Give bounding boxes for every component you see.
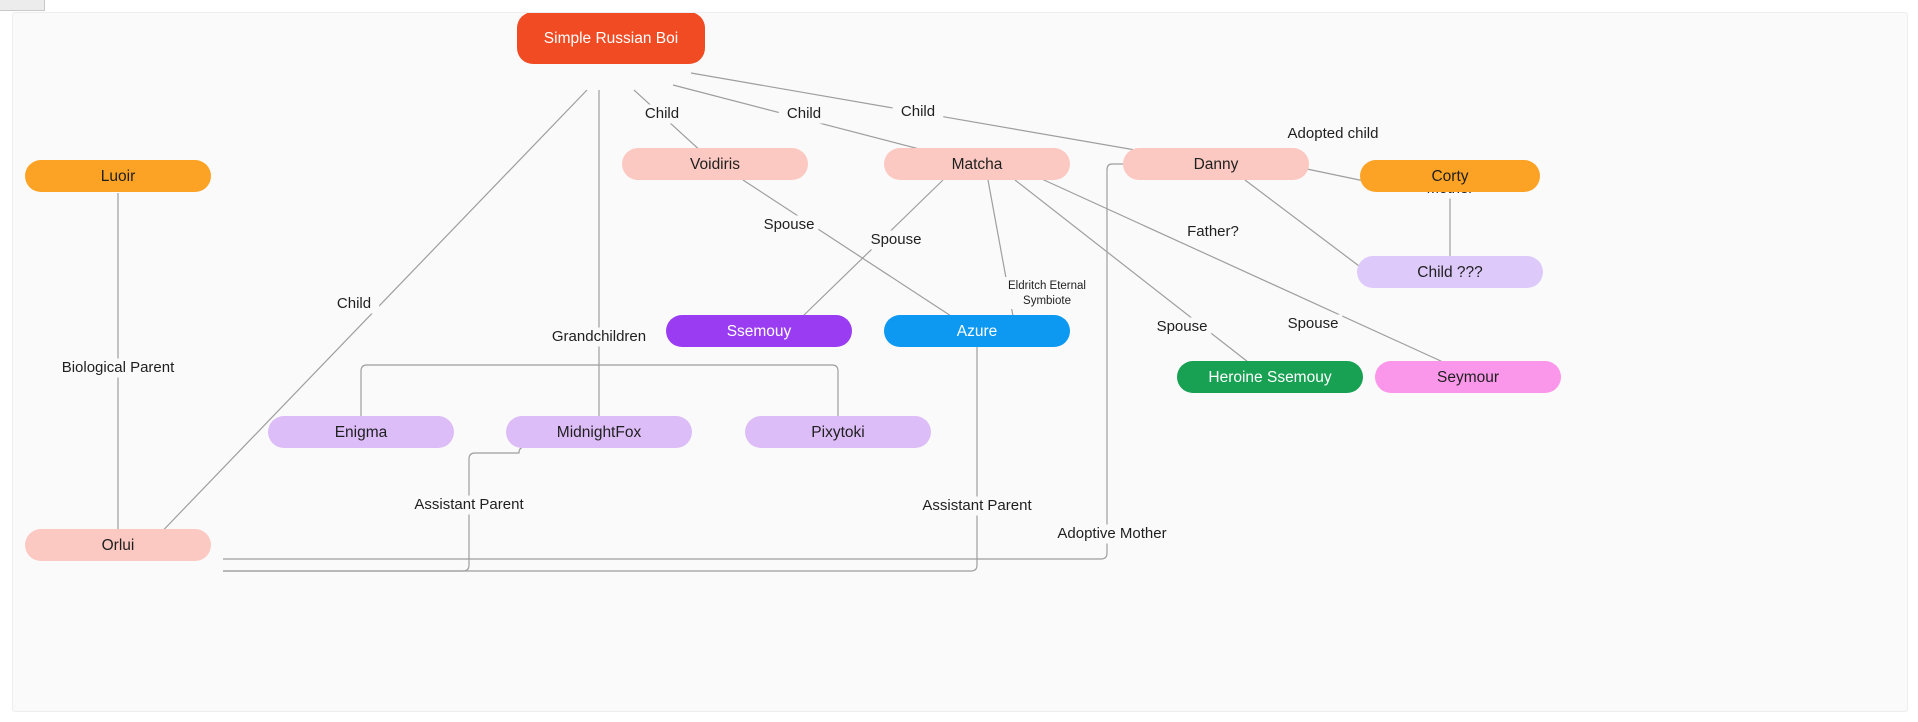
edge-label-voidiris-azure: Spouse xyxy=(764,216,815,233)
edge-label-bg-danny-child xyxy=(1179,222,1247,242)
edge-label-bg-matcha-azure xyxy=(994,277,1100,309)
edge-label-midnightfox-assist: Assistant Parent xyxy=(414,496,524,513)
edge-label-bg-srb-orlui xyxy=(328,294,380,314)
node-label-heroine-ssemouy: Heroine Ssemouy xyxy=(1208,369,1331,386)
edge-label-bg-danny-adoptive xyxy=(1046,524,1178,544)
edge-label-bg-srb-danny xyxy=(892,102,944,122)
edge-label-srb-matcha: Child xyxy=(787,105,821,122)
node-child-unknown[interactable]: Child ??? xyxy=(1357,256,1543,288)
node-label-azure: Azure xyxy=(957,323,998,340)
node-label-seymour: Seymour xyxy=(1437,369,1499,386)
edge-label-bg-azure-assistant xyxy=(907,496,1047,516)
node-label-luoir: Luoir xyxy=(101,168,135,185)
edge-srb-orlui[interactable] xyxy=(149,89,588,545)
node-azure[interactable]: Azure xyxy=(884,315,1070,347)
edge-grandchildren-enigma[interactable] xyxy=(360,364,599,417)
edge-srb-danny[interactable] xyxy=(690,72,1217,165)
node-shape-voidiris[interactable] xyxy=(622,148,808,180)
edge-label-srb-voidiris: Child xyxy=(645,105,679,122)
node-shape-danny[interactable] xyxy=(1123,148,1309,180)
node-shape-corty[interactable] xyxy=(1360,160,1540,192)
node-matcha[interactable]: Matcha xyxy=(884,148,1070,180)
node-orlui[interactable]: Orlui xyxy=(25,529,211,561)
edge-label-bg-matcha-heroine xyxy=(1152,317,1212,337)
edge-label-azure-assistant: Assistant Parent xyxy=(922,497,1032,514)
node-label-corty: Corty xyxy=(1431,168,1468,185)
edge-label-matcha-seymour: Spouse xyxy=(1288,315,1339,332)
node-pixytoki[interactable]: Pixytoki xyxy=(745,416,931,448)
node-shape-orlui[interactable] xyxy=(25,529,211,561)
node-shape-seymour[interactable] xyxy=(1375,361,1561,393)
edge-midnightfox-assist[interactable] xyxy=(223,446,526,572)
node-label-voidiris: Voidiris xyxy=(690,156,740,173)
node-shape-midnightfox[interactable] xyxy=(506,416,692,448)
edge-label-danny-adoptive: Adoptive Mother xyxy=(1057,525,1166,542)
node-corty[interactable]: Corty xyxy=(1360,160,1540,192)
node-enigma[interactable]: Enigma xyxy=(268,416,454,448)
edge-label-bg-matcha-seymour xyxy=(1283,314,1343,334)
node-shape-matcha[interactable] xyxy=(884,148,1070,180)
edge-label-danny-child: Father? xyxy=(1187,223,1239,240)
edge-label-srb-orlui: Child xyxy=(337,295,371,312)
node-luoir[interactable]: Luoir xyxy=(25,160,211,192)
edge-label-bg-srb-midnightfox xyxy=(541,327,657,347)
node-label-orlui: Orlui xyxy=(102,537,135,554)
node-simple-russian-boi[interactable]: Simple Russian Boi xyxy=(517,13,705,64)
node-midnightfox[interactable]: MidnightFox xyxy=(506,416,692,448)
node-label-danny: Danny xyxy=(1194,156,1239,173)
node-heroine-ssemouy[interactable]: Heroine Ssemouy xyxy=(1177,361,1363,393)
node-label-enigma: Enigma xyxy=(335,424,388,441)
edge-label-srb-midnightfox: Grandchildren xyxy=(552,328,646,345)
edge-danny-child[interactable] xyxy=(1244,179,1364,270)
edge-matcha-seymour[interactable] xyxy=(1032,174,1444,363)
edge-label-bg-corty-danny xyxy=(1275,124,1391,144)
node-label-pixytoki: Pixytoki xyxy=(811,424,864,441)
edge-label-bg-matcha-ssemouy xyxy=(866,230,926,250)
node-label-child-unknown: Child ??? xyxy=(1417,264,1483,281)
node-seymour[interactable]: Seymour xyxy=(1375,361,1561,393)
edge-label-bg-luoir-orlui xyxy=(44,358,192,378)
node-label-ssemouy: Ssemouy xyxy=(727,323,792,340)
node-shape-azure[interactable] xyxy=(884,315,1070,347)
node-label-midnightfox: MidnightFox xyxy=(557,424,642,441)
edge-grandchildren-pixytoki[interactable] xyxy=(599,364,839,417)
node-shape-luoir[interactable] xyxy=(25,160,211,192)
node-shape-ssemouy[interactable] xyxy=(666,315,852,347)
edge-label-matcha-ssemouy: Spouse xyxy=(871,231,922,248)
node-label-matcha: Matcha xyxy=(952,156,1003,173)
edge-azure-assistant[interactable] xyxy=(223,347,978,572)
node-ssemouy[interactable]: Ssemouy xyxy=(666,315,852,347)
toolbar-fragment[interactable] xyxy=(0,0,45,11)
node-shape-child-unknown[interactable] xyxy=(1357,256,1543,288)
edge-label-bg-midnightfox-assist xyxy=(399,495,539,515)
node-voidiris[interactable]: Voidiris xyxy=(622,148,808,180)
edge-voidiris-azure[interactable] xyxy=(742,179,952,317)
node-shape-enigma[interactable] xyxy=(268,416,454,448)
node-shape-simple-russian-boi[interactable] xyxy=(517,13,705,64)
edge-label-bg-voidiris-azure xyxy=(759,215,819,235)
edge-label-bg-srb-voidiris xyxy=(636,104,688,124)
node-shape-heroine-ssemouy[interactable] xyxy=(1177,361,1363,393)
edge-danny-adoptive[interactable] xyxy=(223,163,1123,560)
edge-label-luoir-orlui: Biological Parent xyxy=(62,359,175,376)
node-shape-pixytoki[interactable] xyxy=(745,416,931,448)
edge-label-corty-danny: Adopted child xyxy=(1288,125,1379,142)
edge-label-bg-srb-matcha xyxy=(778,104,830,124)
edge-label-matcha-heroine: Spouse xyxy=(1157,318,1208,335)
node-label-simple-russian-boi: Simple Russian Boi xyxy=(544,30,678,47)
node-danny[interactable]: Danny xyxy=(1123,148,1309,180)
edge-label-srb-danny: Child xyxy=(901,103,935,120)
